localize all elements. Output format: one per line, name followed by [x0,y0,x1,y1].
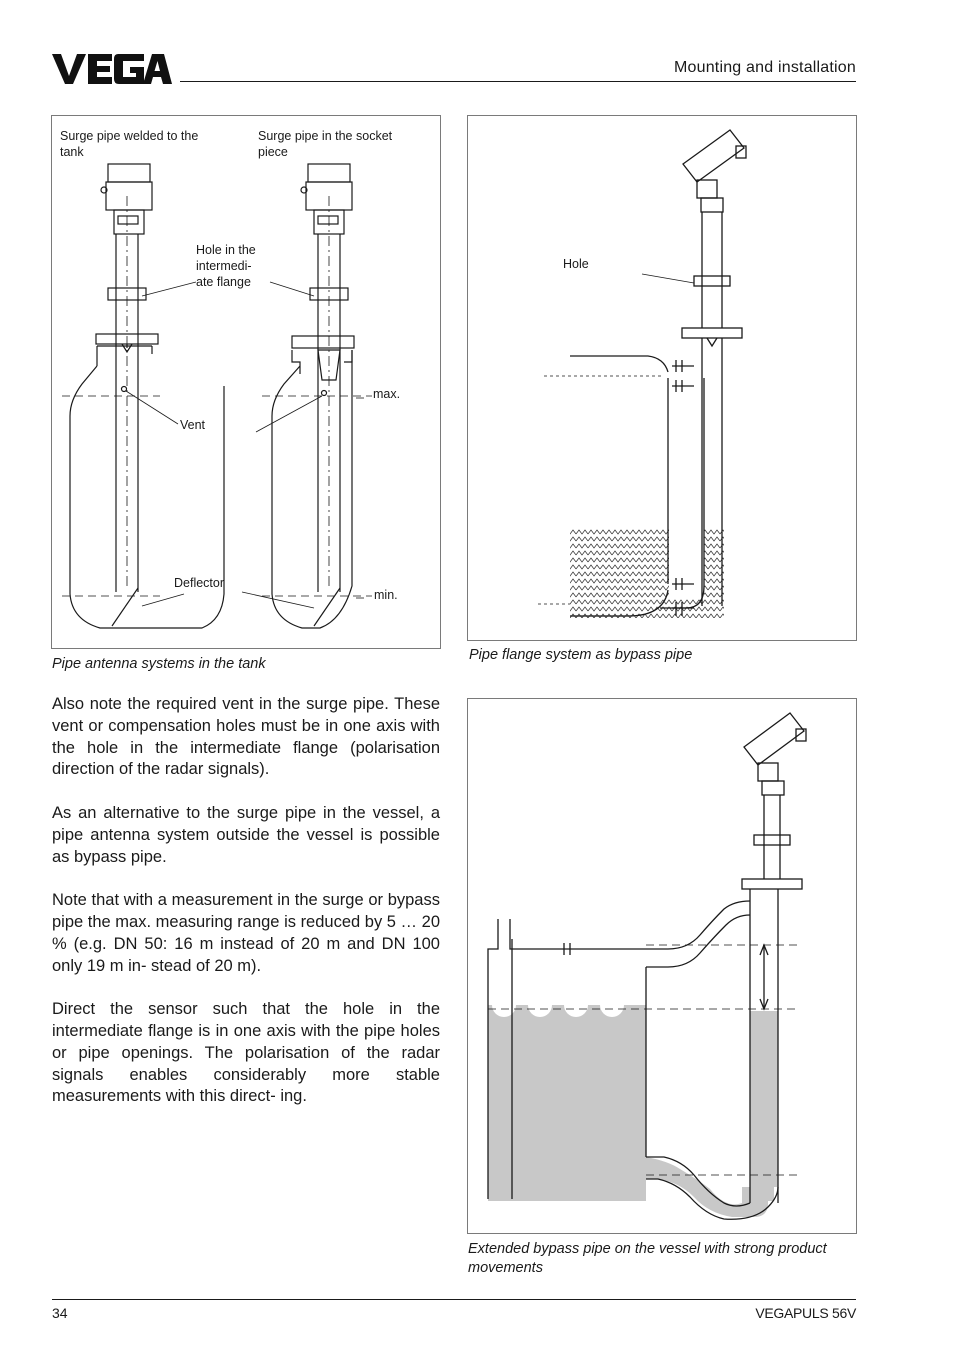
label-hole-intermediate-flange: Hole in the intermedi- ate flange [196,243,256,289]
paragraph-alternative: As an alternative to the surge pipe in t… [52,803,440,866]
product-name: VEGAPULS 56V [755,1305,856,1321]
label-deflector: Deflector [174,576,225,590]
paragraph-vent: Also note the required vent in the surge… [52,695,440,779]
label-surge-pipe-welded: Surge pipe welded to the tank [60,129,199,159]
vega-logo [52,54,172,84]
figure1-caption: Pipe antenna systems in the tank [52,656,266,672]
pipe-antenna-systems-drawing [62,163,372,629]
label-min: min. [374,588,398,602]
header-rule [180,81,856,82]
figure-extended-bypass [467,698,857,1234]
label-vent: Vent [180,418,206,432]
footer-rule [52,1299,856,1300]
label-max: max. [373,387,401,401]
label-surge-pipe-socket: Surge pipe in the socket piece [258,129,393,159]
figure-bypass-pipe: Hole [467,115,857,641]
bypass-pipe-drawing [538,129,747,618]
figure-pipe-antenna-systems: Surge pipe welded to the tank Surge pipe… [51,115,441,649]
paragraph-direct: Direct the sensor such that the hole in … [52,1000,440,1106]
figure2-caption: Pipe flange system as bypass pipe [469,647,693,663]
page-number: 34 [52,1305,68,1321]
extended-bypass-drawing [487,712,807,1220]
figure3-caption: Extended bypass pipe on the vessel with … [468,1241,827,1276]
section-title: Mounting and installation [673,59,856,76]
body-text: Also note the required vent in the surge… [52,694,440,1130]
label-hole: Hole [563,257,589,271]
paragraph-range: Note that with a measurement in the surg… [52,891,440,975]
